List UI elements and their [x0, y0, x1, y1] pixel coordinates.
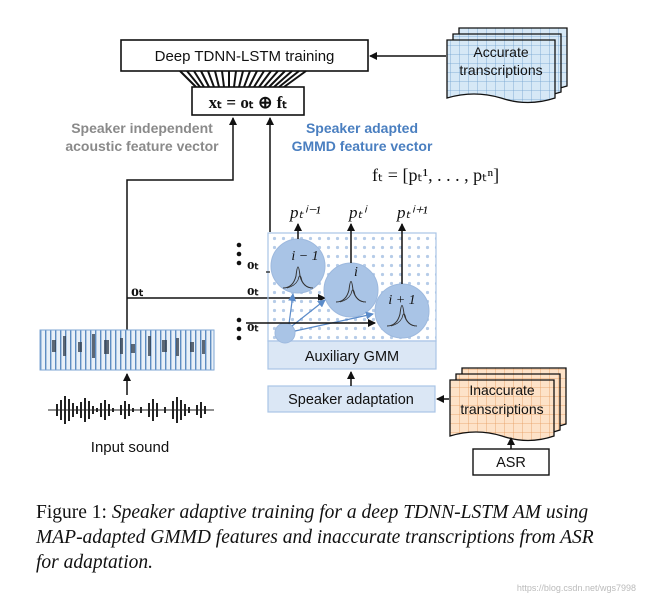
caption-text: Speaker adaptive training for a deep TDN…: [36, 502, 594, 573]
gaussian-i-minus-1: [270, 238, 326, 294]
concat-formula: xₜ = oₜ ⊕ fₜ: [209, 93, 288, 112]
concat-box: [191, 86, 305, 116]
si-label-line2: acoustic feature vector: [65, 138, 219, 154]
f-formula: fₜ = [pₜ¹, . . . , pₜⁿ]: [372, 165, 499, 185]
gaussian-i: [323, 262, 379, 318]
accurate-doc-line2: transcriptions: [459, 62, 542, 78]
speaker-adaptation-label: Speaker adaptation: [288, 392, 414, 408]
sa-label-line2: GMMD feature vector: [292, 138, 433, 154]
caption-lead: Figure 1:: [36, 502, 107, 523]
o-label-1: oₜ: [247, 257, 259, 273]
spectrogram: [39, 329, 215, 371]
o-label-2: oₜ: [247, 283, 259, 299]
watermark: https://blog.csdn.net/wgs7998: [516, 583, 636, 593]
accurate-doc-line1: Accurate: [473, 44, 528, 60]
o-inputs: oₜ oₜ oₜ: [236, 242, 376, 341]
inaccurate-doc-line1: Inaccurate: [469, 382, 535, 398]
input-sound-label: Input sound: [91, 439, 169, 456]
gaussian-label-i: i: [354, 265, 358, 280]
sa-label-line1: Speaker adapted: [306, 120, 418, 136]
gaussian-components: [270, 238, 430, 344]
accurate-transcriptions-doc: Accurate transcriptions: [446, 27, 568, 104]
si-label-line1: Speaker independent: [71, 120, 213, 136]
inaccurate-transcriptions-doc: Inaccurate transcriptions: [449, 367, 567, 442]
input-fan-lines: [179, 70, 307, 88]
gaussian-label-i-minus-1: i − 1: [291, 249, 318, 264]
asr-label: ASR: [496, 455, 526, 471]
o-label-3: oₜ: [247, 319, 259, 335]
waveform: [48, 396, 214, 424]
p-label-i-minus-1: pₜⁱ⁻¹: [289, 203, 321, 222]
posterior-outputs: [294, 223, 406, 284]
figure-caption: Figure 1: Speaker adaptive training for …: [36, 500, 616, 575]
training-box-label: Deep TDNN-LSTM training: [155, 48, 335, 65]
asr-box: [472, 448, 550, 476]
p-label-i: pₜⁱ: [348, 203, 369, 222]
o-main-label: oₜ: [131, 283, 144, 300]
gaussian-label-i-plus-1: i + 1: [388, 293, 415, 308]
inaccurate-doc-line2: transcriptions: [460, 401, 543, 417]
training-box: [120, 39, 369, 72]
speaker-adaptation-box: [267, 385, 436, 413]
si-feature-path: [126, 117, 237, 330]
p-label-i-plus-1: pₜⁱ⁺¹: [396, 203, 428, 222]
aux-gmm-label: Auxiliary GMM: [305, 349, 399, 365]
